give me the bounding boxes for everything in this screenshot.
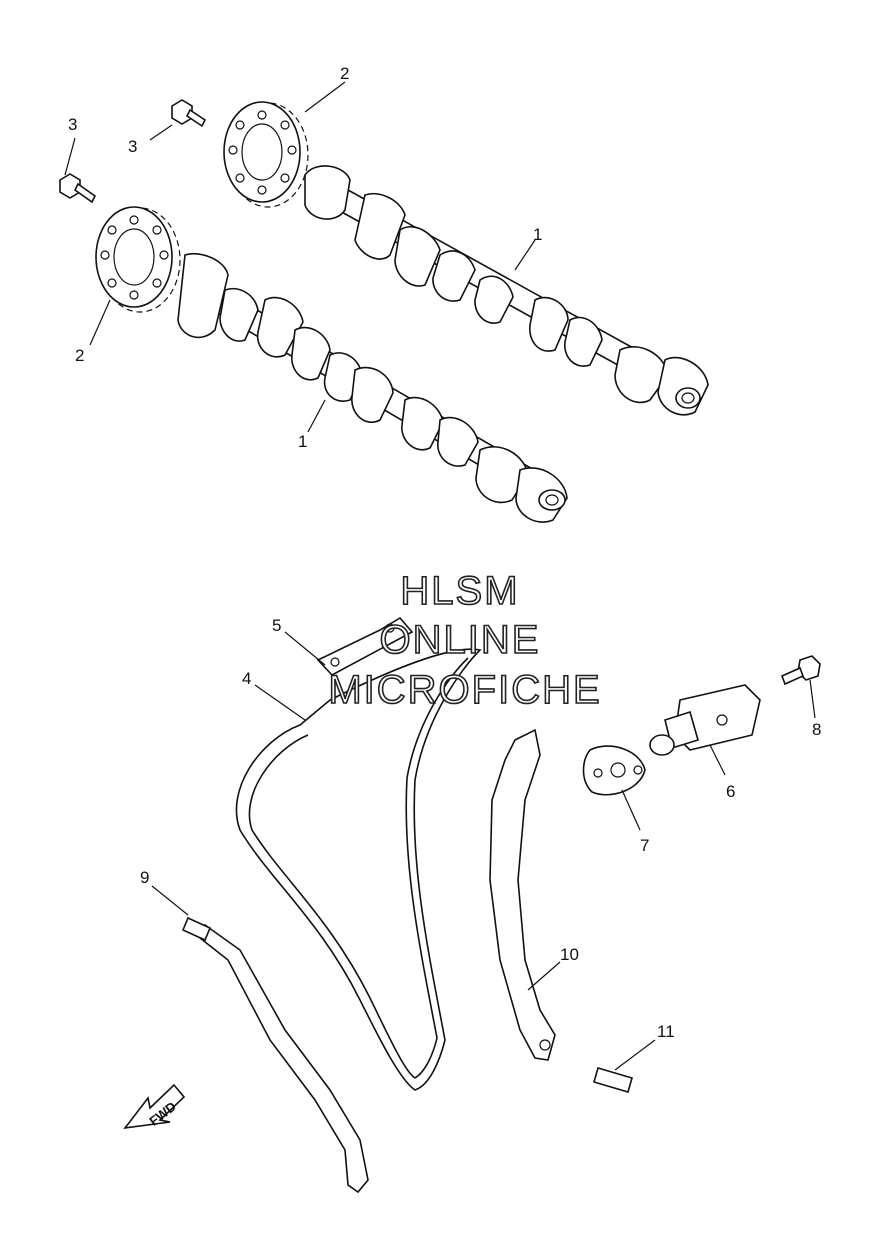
watermark-line-1: HLSM [400, 569, 519, 613]
pin[interactable] [593, 1067, 633, 1093]
callout-2-lower: 2 [75, 346, 84, 365]
timing-chain[interactable] [235, 616, 482, 1091]
callout-10: 10 [560, 945, 579, 964]
callout-1-upper: 1 [533, 225, 542, 244]
leader-lines [64, 81, 816, 1071]
fwd-arrow: FWD [123, 1083, 186, 1130]
callout-5: 5 [272, 616, 281, 635]
cam-chain-tensioner[interactable] [649, 684, 761, 756]
watermark-line-3: MICROFICHE [328, 668, 601, 712]
callout-1-lower: 1 [298, 432, 307, 451]
callout-3-upper: 3 [128, 137, 137, 156]
callout-6: 6 [726, 782, 735, 801]
callout-7: 7 [640, 836, 649, 855]
gasket[interactable] [582, 745, 646, 796]
callouts: 2 3 3 2 1 1 5 4 8 6 7 9 10 11 [68, 64, 821, 1041]
tensioner-arm[interactable] [489, 728, 556, 1061]
cam-sprocket-lower[interactable] [95, 206, 181, 313]
callout-3-lower: 3 [68, 115, 77, 134]
callout-2-upper: 2 [340, 64, 349, 83]
callout-8: 8 [812, 720, 821, 739]
cam-sprocket-upper[interactable] [223, 101, 309, 208]
sprocket-bolt-lower[interactable] [59, 173, 97, 204]
camshaft-upper[interactable] [304, 165, 709, 416]
callout-11: 11 [657, 1022, 675, 1041]
sprocket-bolt-upper[interactable] [171, 99, 207, 128]
camshaft-lower[interactable] [177, 253, 568, 523]
callout-9: 9 [140, 868, 149, 887]
callout-4: 4 [242, 669, 251, 688]
watermark-line-2: ONLINE [380, 618, 541, 662]
watermark: HLSM ONLINE MICROFICHE [328, 568, 601, 713]
tensioner-bolt[interactable] [780, 655, 821, 686]
chain-guide-left[interactable] [181, 916, 369, 1194]
